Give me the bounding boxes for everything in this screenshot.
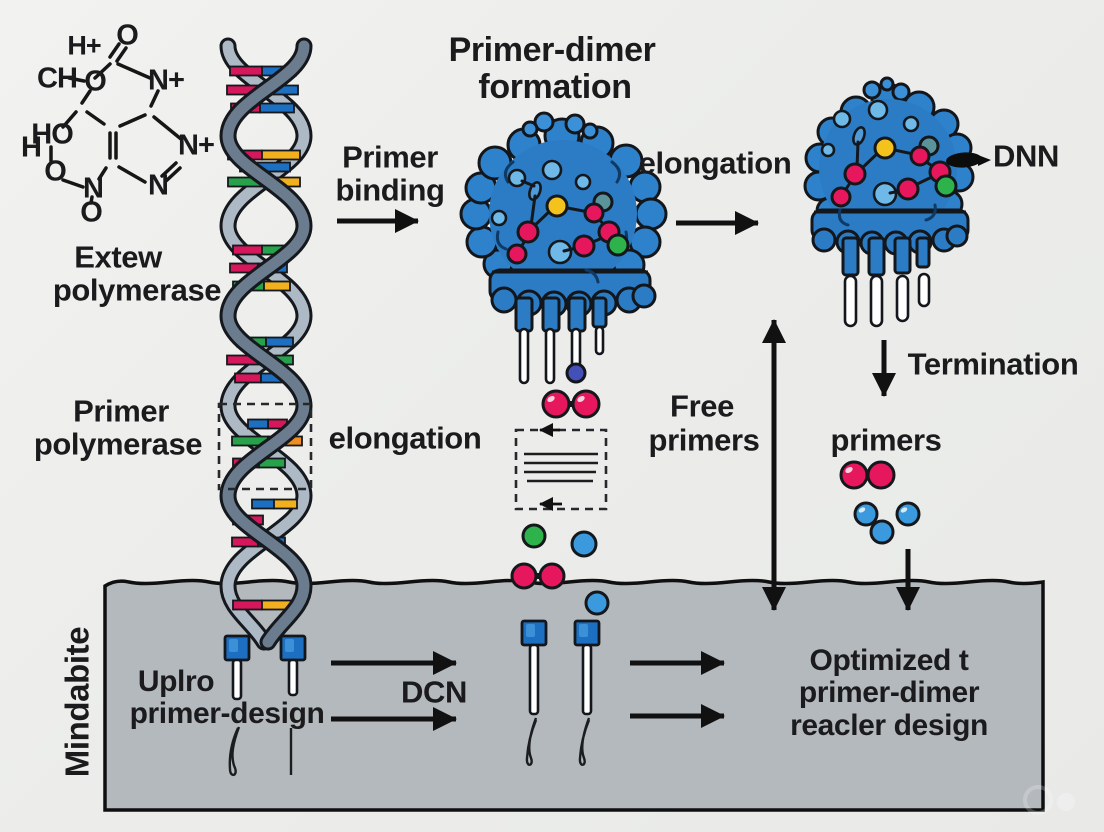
chem-label-n-bottom: N: [83, 172, 104, 205]
green-dot: [521, 523, 547, 549]
blob1-graph-nodes: [506, 191, 630, 265]
blue-dot: [570, 530, 598, 558]
panel-input-label-line2: primer-design: [129, 697, 325, 730]
chem-label-o-bottom: O: [80, 196, 103, 229]
polymerase-blob-1: [459, 111, 668, 385]
page-title-line1: Primer-dimer: [448, 31, 656, 69]
watermark: [1023, 785, 1075, 815]
chem-label-o-ring: O: [84, 65, 107, 98]
elongation-top-label: elongation: [638, 145, 792, 181]
dna-helix: [219, 37, 313, 651]
panel-input-label-line1: Uplro: [137, 665, 215, 698]
dna-selection-dashed-box: [217, 402, 313, 491]
primer-binding-label-line1: Primer: [342, 139, 438, 175]
blob1-stems: [518, 325, 605, 385]
blob1-pedestal: [488, 268, 657, 333]
blob2-graph-nodes: [830, 135, 958, 208]
red-primer-dimer-1: [541, 389, 601, 419]
chem-label-ho: HO: [31, 118, 73, 151]
primer-icon-2: [279, 634, 307, 775]
primer-icon-4: [573, 619, 601, 766]
elongation-mid-label: elongation: [328, 420, 482, 456]
primer-binding-label-line2: binding: [335, 172, 445, 208]
page-title-line2: formation: [478, 68, 632, 106]
blob2-stems: [843, 272, 931, 328]
primer-icon-3: [520, 619, 548, 766]
primer-polymerase-line2: polymerase: [33, 426, 203, 462]
hairpin-squiggle: [525, 717, 538, 766]
blob2-pedestal: [810, 208, 970, 277]
chem-label-n-plus-1: N+: [148, 64, 185, 97]
chemical-structure: [49, 42, 183, 205]
primer-polymerase-line1: Primer: [73, 393, 169, 429]
alignment-dashed-box: [514, 423, 608, 511]
polymerase-blob-2: [803, 76, 991, 328]
panel-output-label-line2: primer-dimer: [798, 676, 980, 709]
red-primer-dimer-right: [839, 460, 896, 490]
hairpin-squiggle: [578, 717, 591, 766]
reaction-panel: [103, 578, 1045, 812]
panel-method-label: DCN: [401, 674, 467, 710]
chem-label-h-plus: H+: [67, 30, 101, 61]
panel-output-label-line3: reacler design: [790, 709, 988, 742]
dnn-label: DNN: [993, 138, 1059, 174]
terminator-ball-icon: [565, 362, 587, 384]
chem-label-h-left: H: [21, 131, 42, 164]
panel-primer-icons: [223, 619, 601, 777]
free-primers-label-line1: Free: [670, 388, 734, 424]
hairpin-squiggle: [228, 726, 241, 777]
chem-label-o-top: O: [116, 19, 139, 52]
primer-icon-1: [223, 634, 251, 777]
blob2-bubbles: [820, 99, 920, 207]
red-primer-dimer-2: [510, 562, 566, 590]
blue-primer-trio: [853, 501, 921, 545]
free-primers-label-line2: primers: [648, 422, 760, 458]
blob2-creases: [837, 203, 937, 227]
primers-right-label: primers: [830, 422, 942, 458]
panel-side-label: Mindabite: [58, 626, 96, 778]
panel-output-label-line1: Optimized t: [809, 644, 969, 677]
chem-label-o-left: O: [44, 155, 67, 188]
termination-label: Termination: [907, 346, 1079, 382]
dnn-pointer-icon: [946, 152, 991, 168]
blue-dot-panel: [584, 590, 610, 616]
free-primer-dots: [510, 389, 921, 616]
extew-polymerase-line1: Extew: [74, 239, 162, 275]
chem-label-ch: CH: [37, 62, 78, 95]
chem-label-n-plus-2: N+: [178, 129, 215, 162]
chem-label-n-right: N: [148, 169, 169, 202]
extew-polymerase-line2: polymerase: [52, 272, 222, 308]
arrows: [331, 209, 920, 731]
blob1-creases: [495, 160, 629, 284]
